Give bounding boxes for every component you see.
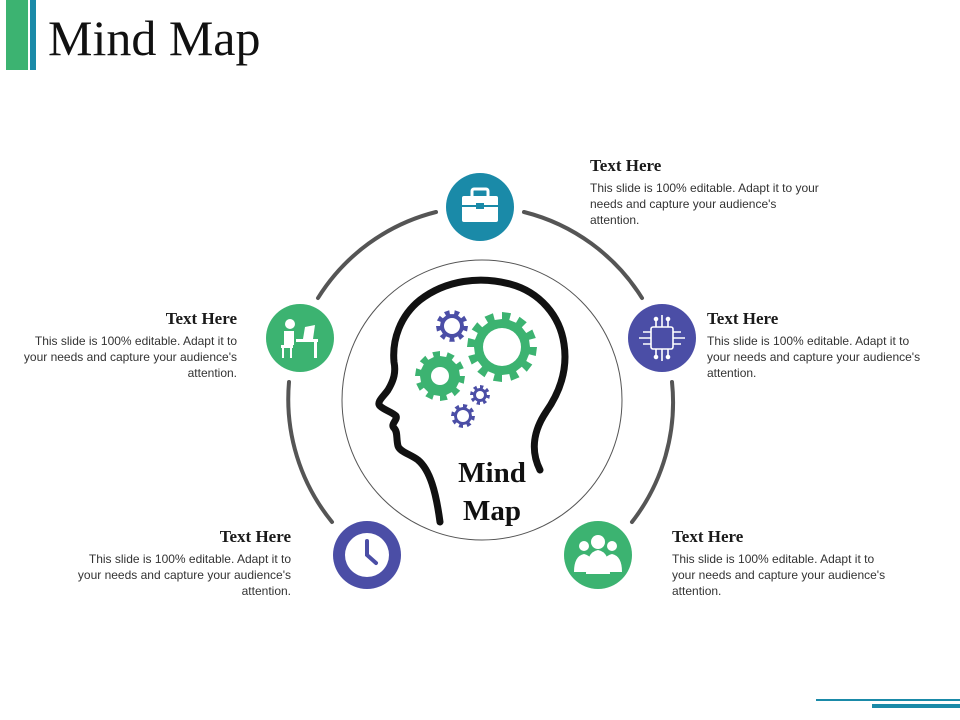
block-body: This slide is 100% editable. Adapt it to… [707,334,921,380]
footer-line [816,699,960,701]
ring-arc [316,210,438,300]
block-body: This slide is 100% editable. Adapt it to… [77,552,291,598]
block-body: This slide is 100% editable. Adapt it to… [23,334,237,380]
head-silhouette-icon [375,276,569,526]
center-label: Mind Map [430,454,554,530]
block-body: This slide is 100% editable. Adapt it to… [672,552,886,598]
block-heading: Text Here [219,527,291,546]
desk-worker-icon [281,319,318,358]
block-heading: Text Here [672,527,744,546]
gear-icon [451,404,475,428]
text-block-left: Text Here This slide is 100% editable. A… [22,309,237,381]
gear-icon [436,310,468,342]
footer-line-thick [872,704,960,708]
block-heading: Text Here [707,309,779,328]
gear-icon [470,385,490,405]
text-block-top-right: Text Here This slide is 100% editable. A… [590,156,820,228]
node-chip[interactable] [628,304,696,372]
ring-arc [522,210,644,300]
inner-circle [341,259,623,541]
chip-icon [639,315,685,361]
title-accent-bar [6,0,28,70]
node-team[interactable] [564,521,632,589]
block-heading: Text Here [165,309,237,328]
text-block-bottom-right: Text Here This slide is 100% editable. A… [672,527,887,599]
block-heading: Text Here [590,156,662,175]
block-body: This slide is 100% editable. Adapt it to… [590,181,819,227]
gear-icon [467,312,537,382]
team-icon [574,535,622,574]
gears-icon [415,310,537,428]
ring-arc [286,380,334,524]
text-block-right: Text Here This slide is 100% editable. A… [707,309,922,381]
node-clock[interactable] [333,521,401,589]
title-accent-bar-thin [30,0,36,70]
node-desk-worker[interactable] [266,304,334,372]
gear-icon [415,351,465,401]
text-block-bottom-left: Text Here This slide is 100% editable. A… [76,527,291,599]
ring-arc [630,380,676,524]
briefcase-icon [462,187,498,222]
outer-ring [286,210,676,524]
page-title: Mind Map [48,10,261,66]
node-briefcase[interactable] [446,173,514,241]
center-label-text: Mind Map [458,457,526,527]
